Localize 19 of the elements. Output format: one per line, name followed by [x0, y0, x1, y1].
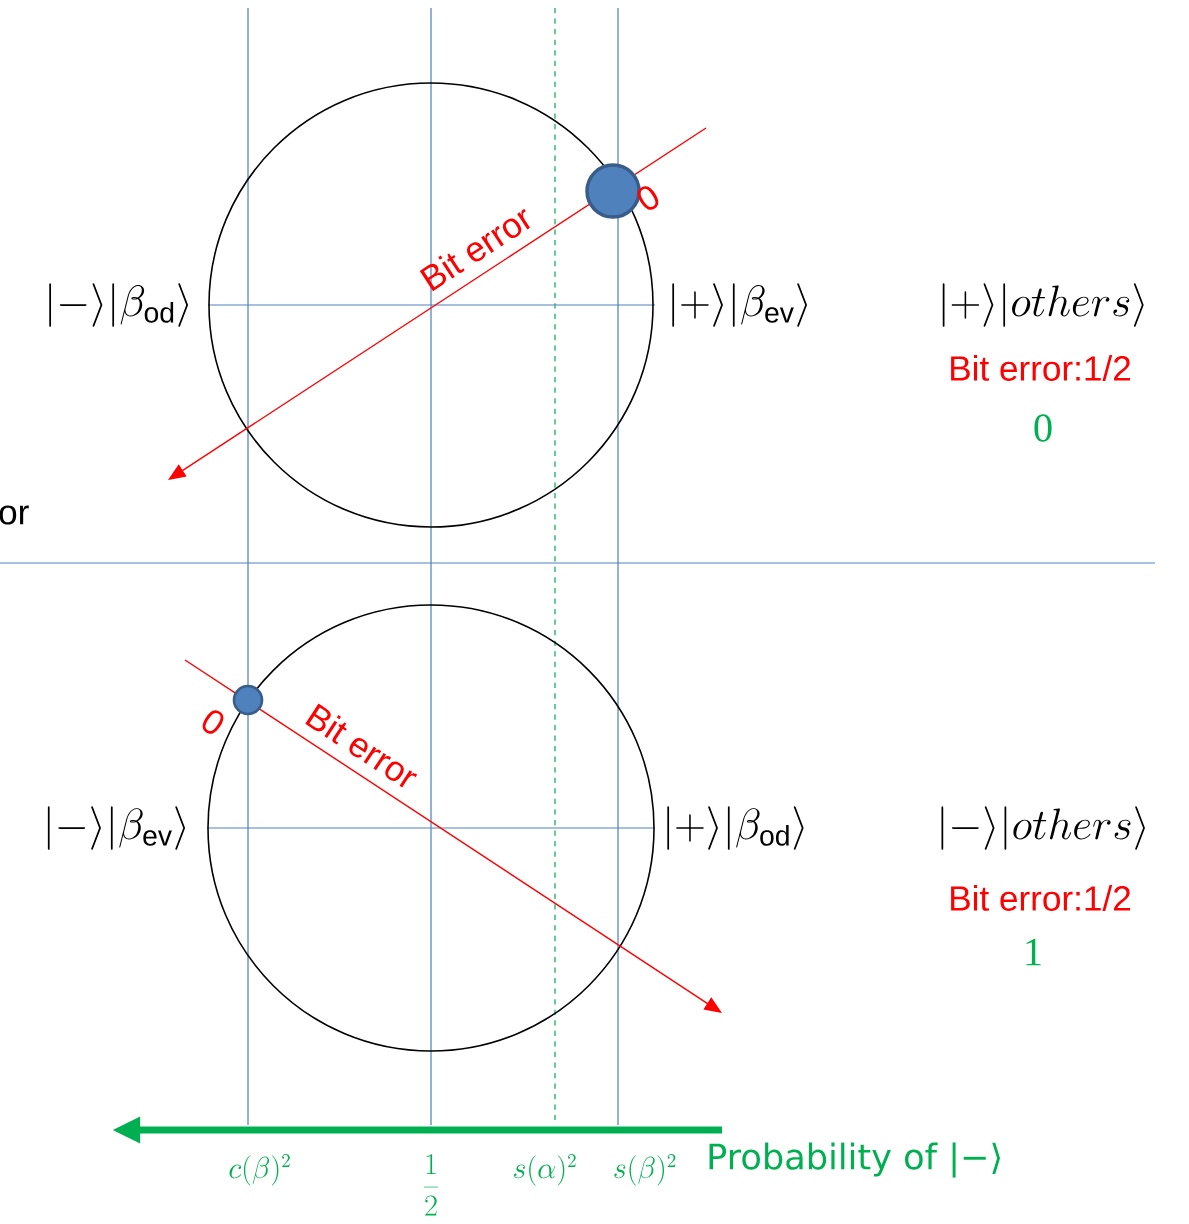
tick-label: $s(\alpha)^2$	[514, 1154, 576, 1186]
side-text: or	[0, 505, 29, 525]
state-label: $|+\rangle|others\rangle$	[942, 283, 1144, 327]
state-label: $|-\rangle|others\rangle$	[941, 806, 1145, 850]
error-rate-label: Bit error:1/2	[951, 885, 1130, 911]
state-label: $|-\rangle|\beta_{\mathrm{od}}\rangle$	[49, 283, 189, 327]
error-rate-label: Bit error:1/2	[951, 355, 1130, 381]
state-label: $|-\rangle|\beta_{\mathrm{ev}}\rangle$	[47, 806, 186, 850]
bit-value: 0	[1034, 414, 1052, 442]
bit-value: 0	[637, 186, 659, 210]
tick-label: $c(\beta)^2$	[229, 1154, 290, 1186]
bit-value: 0	[202, 710, 224, 734]
bit-value: 1	[1026, 938, 1041, 966]
tick-label: $\frac{1}{2}$	[424, 1154, 438, 1216]
state-label: $|+\rangle|\beta_{\mathrm{ev}}\rangle$	[672, 283, 807, 327]
tick-label: $s(\beta)^2$	[614, 1154, 676, 1186]
arrow-label: Bit error	[419, 208, 530, 292]
arrow-label: Bit error	[305, 703, 418, 788]
axis-label: Probability of |−⟩	[709, 1142, 1000, 1178]
